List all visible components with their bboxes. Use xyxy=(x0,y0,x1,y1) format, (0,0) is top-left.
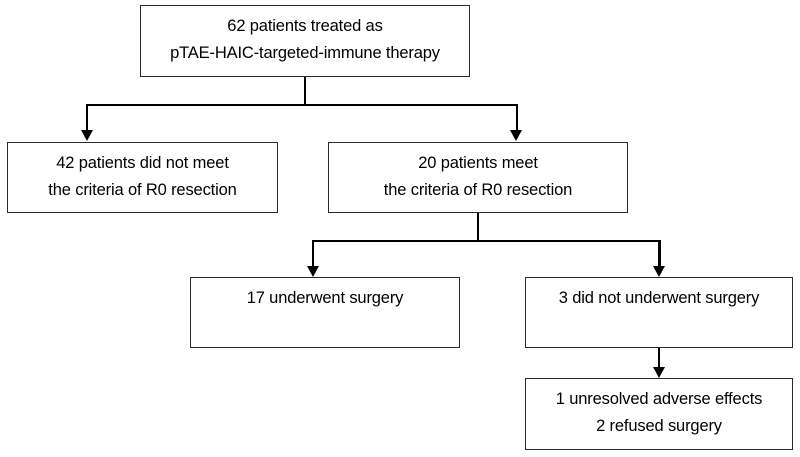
node-meet-criteria: 20 patients meet the criteria of R0 rese… xyxy=(328,142,628,213)
connector-enrolled-left-drop xyxy=(86,103,89,131)
node-reasons: 1 unresolved adverse effects 2 refused s… xyxy=(525,378,793,450)
connector-enrolled-bar xyxy=(87,103,517,106)
connector-meet-criteria-right-drop xyxy=(658,239,661,267)
connector-enrolled-stem xyxy=(303,77,307,104)
node-reasons-line-2: 2 refused surgery xyxy=(596,417,722,435)
node-underwent-surgery-line-1: 17 underwent surgery xyxy=(246,289,404,307)
connector-did-not-undergo-stem xyxy=(657,348,661,368)
arrowhead-to-not-meet-criteria xyxy=(80,130,93,141)
node-meet-criteria-line-1: 20 patients meet xyxy=(418,154,538,172)
arrowhead-to-underwent-surgery xyxy=(306,266,319,277)
node-not-meet-criteria: 42 patients did not meet the criteria of… xyxy=(7,142,278,213)
node-underwent-surgery: 17 underwent surgery xyxy=(190,277,460,348)
arrowhead-to-meet-criteria xyxy=(510,130,523,141)
arrowhead-to-did-not-undergo-surgery xyxy=(652,266,665,277)
node-not-meet-criteria-line-1: 42 patients did not meet xyxy=(56,154,229,172)
connector-enrolled-right-drop xyxy=(515,103,518,131)
connector-meet-criteria-left-drop xyxy=(312,239,315,267)
node-reasons-line-1: 1 unresolved adverse effects xyxy=(555,390,763,408)
node-enrolled: 62 patients treated as pTAE-HAIC-targete… xyxy=(140,5,470,77)
connector-meet-criteria-stem xyxy=(476,213,480,240)
connector-meet-criteria-bar xyxy=(313,239,660,242)
node-did-not-undergo-surgery-line-1: 3 did not underwent surgery xyxy=(558,289,760,307)
node-meet-criteria-line-2: the criteria of R0 resection xyxy=(383,181,573,199)
arrowhead-to-reasons xyxy=(652,367,665,378)
node-not-meet-criteria-line-2: the criteria of R0 resection xyxy=(48,181,237,199)
node-enrolled-line-1: 62 patients treated as xyxy=(227,17,383,35)
node-enrolled-line-2: pTAE-HAIC-targeted-immune therapy xyxy=(170,44,440,62)
node-did-not-undergo-surgery: 3 did not underwent surgery xyxy=(525,277,793,348)
